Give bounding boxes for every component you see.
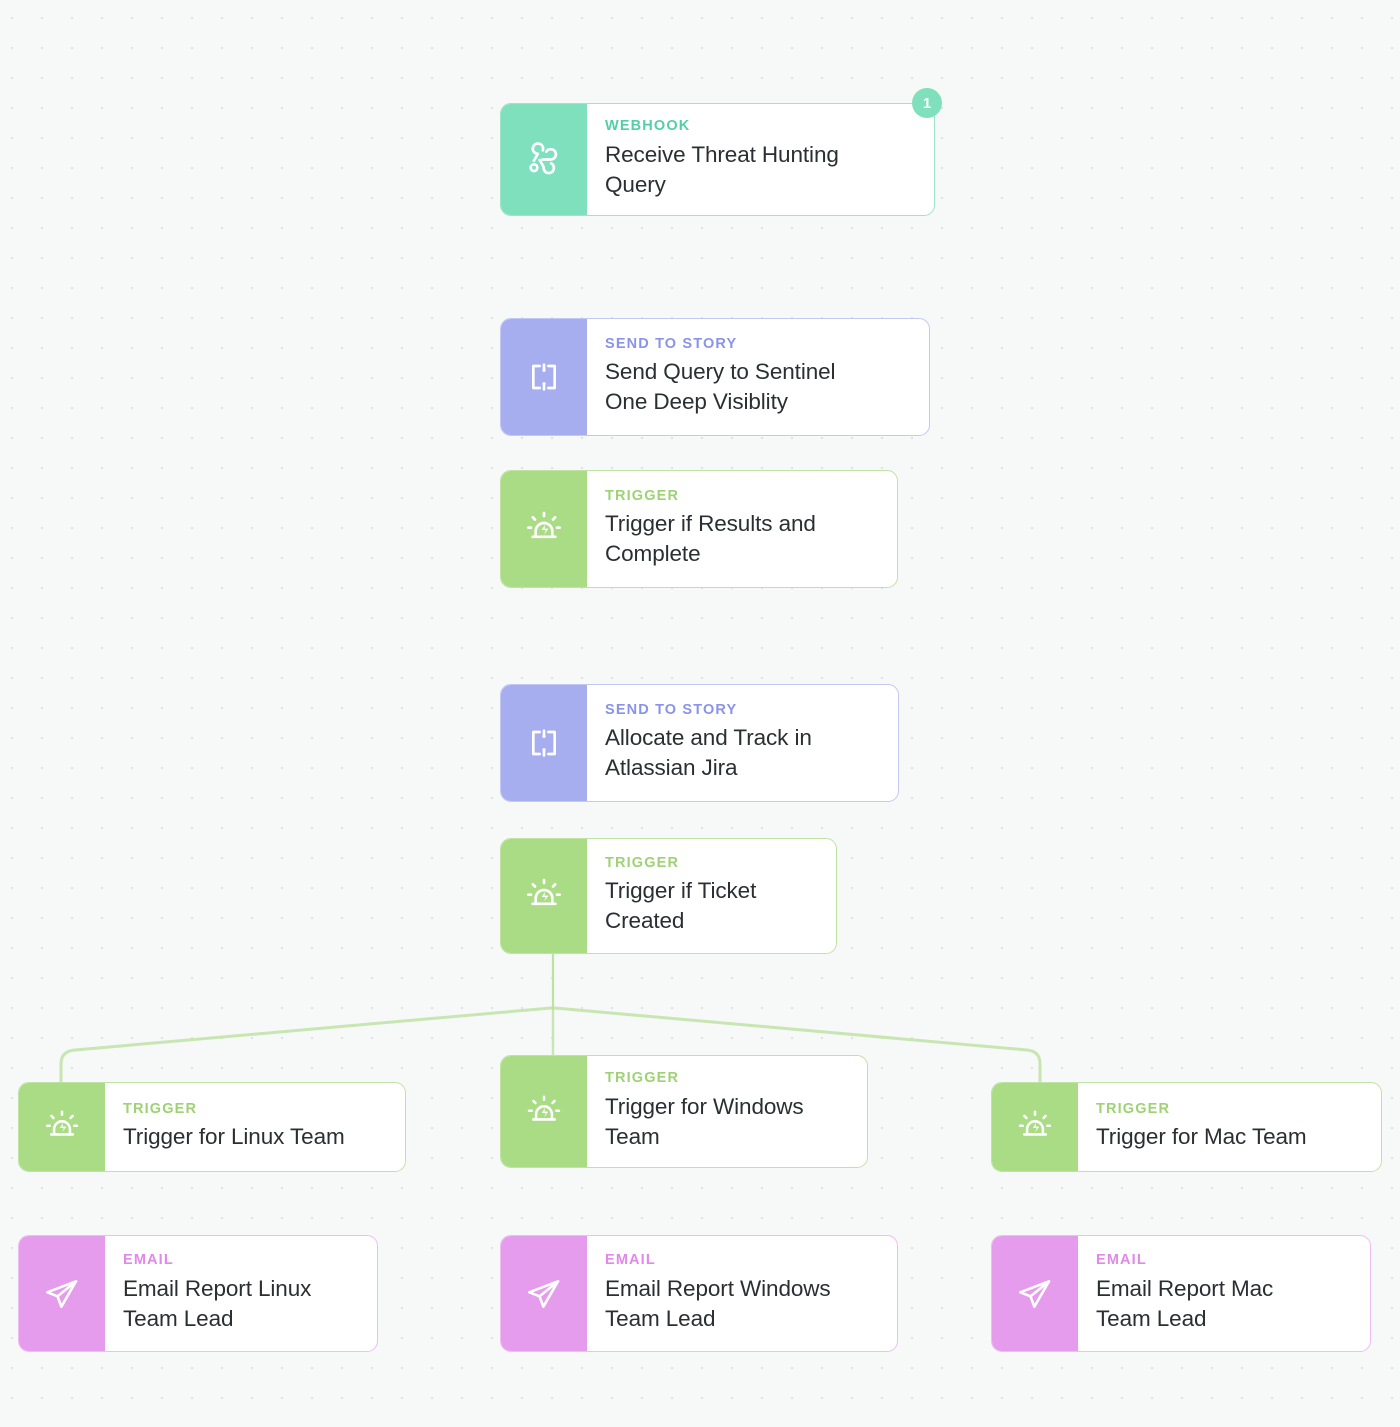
paper-plane-icon	[501, 1236, 587, 1351]
node-title: Email Report Mac Team Lead	[1096, 1275, 1274, 1331]
node-title: Trigger if Results and Complete	[605, 511, 816, 567]
node-kind-label: TRIGGER	[123, 1100, 198, 1117]
node-trigger-for-mac-team[interactable]: TRIGGER Trigger for Mac Team	[991, 1082, 1382, 1172]
node-kind-label: EMAIL	[123, 1252, 174, 1269]
node-trigger-for-windows-team[interactable]: TRIGGER Trigger for Windows Team	[500, 1055, 868, 1168]
siren-icon	[992, 1083, 1078, 1171]
node-allocate-and-track-in-jira[interactable]: SEND TO STORY Allocate and Track in Atla…	[500, 684, 899, 802]
node-receive-threat-hunting-query[interactable]: WEBHOOK Receive Threat Hunting Query	[500, 103, 935, 216]
node-title: Allocate and Track in Atlassian Jira	[605, 725, 812, 781]
node-text-block: TRIGGER Trigger for Linux Team	[105, 1083, 405, 1171]
node-kind-label: SEND TO STORY	[605, 701, 738, 718]
node-kind-label: SEND TO STORY	[605, 335, 738, 352]
node-kind-label: TRIGGER	[605, 1070, 680, 1087]
webhook-icon	[501, 104, 587, 215]
node-text-block: WEBHOOK Receive Threat Hunting Query	[587, 104, 934, 215]
node-text-block: TRIGGER Trigger if Results and Complete	[587, 471, 897, 587]
node-trigger-for-linux-team[interactable]: TRIGGER Trigger for Linux Team	[18, 1082, 406, 1172]
node-text-block: TRIGGER Trigger if Ticket Created	[587, 839, 836, 953]
edge-branch-left	[59, 1006, 553, 1084]
paper-plane-icon	[19, 1236, 105, 1351]
node-kind-label: EMAIL	[605, 1252, 656, 1269]
node-text-block: SEND TO STORY Send Query to Sentinel One…	[587, 319, 929, 435]
node-email-report-linux-team-lead[interactable]: EMAIL Email Report Linux Team Lead	[18, 1235, 378, 1352]
node-text-block: EMAIL Email Report Windows Team Lead	[587, 1236, 897, 1351]
node-email-report-mac-team-lead[interactable]: EMAIL Email Report Mac Team Lead	[991, 1235, 1371, 1352]
story-frame-icon	[501, 319, 587, 435]
node-title: Trigger for Windows Team	[605, 1093, 804, 1149]
node-kind-label: TRIGGER	[1096, 1100, 1171, 1117]
node-title: Email Report Linux Team Lead	[123, 1275, 312, 1331]
node-title: Email Report Windows Team Lead	[605, 1275, 831, 1331]
story-frame-icon	[501, 685, 587, 801]
siren-icon	[501, 471, 587, 587]
node-trigger-if-results-and-complete[interactable]: TRIGGER Trigger if Results and Complete	[500, 470, 898, 588]
node-send-query-to-sentinel-one[interactable]: SEND TO STORY Send Query to Sentinel One…	[500, 318, 930, 436]
node-kind-label: TRIGGER	[605, 487, 680, 504]
siren-icon	[501, 839, 587, 953]
node-trigger-if-ticket-created[interactable]: TRIGGER Trigger if Ticket Created	[500, 838, 837, 954]
node-title: Trigger for Linux Team	[123, 1124, 345, 1150]
node-title: Receive Threat Hunting Query	[605, 141, 839, 197]
node-title: Trigger for Mac Team	[1096, 1124, 1307, 1150]
node-text-block: TRIGGER Trigger for Mac Team	[1078, 1083, 1381, 1171]
node-kind-label: WEBHOOK	[605, 118, 691, 135]
siren-icon	[501, 1056, 587, 1167]
node-title: Send Query to Sentinel One Deep Visiblit…	[605, 359, 836, 415]
node-email-report-windows-team-lead[interactable]: EMAIL Email Report Windows Team Lead	[500, 1235, 898, 1352]
node-text-block: EMAIL Email Report Mac Team Lead	[1078, 1236, 1370, 1351]
node-kind-label: EMAIL	[1096, 1252, 1147, 1269]
paper-plane-icon	[992, 1236, 1078, 1351]
node-text-block: TRIGGER Trigger for Windows Team	[587, 1056, 867, 1167]
status-badge-webhook-count[interactable]: 1	[912, 88, 942, 118]
node-text-block: EMAIL Email Report Linux Team Lead	[105, 1236, 377, 1351]
node-text-block: SEND TO STORY Allocate and Track in Atla…	[587, 685, 898, 801]
siren-icon	[19, 1083, 105, 1171]
node-title: Trigger if Ticket Created	[605, 878, 757, 934]
node-kind-label: TRIGGER	[605, 854, 680, 871]
